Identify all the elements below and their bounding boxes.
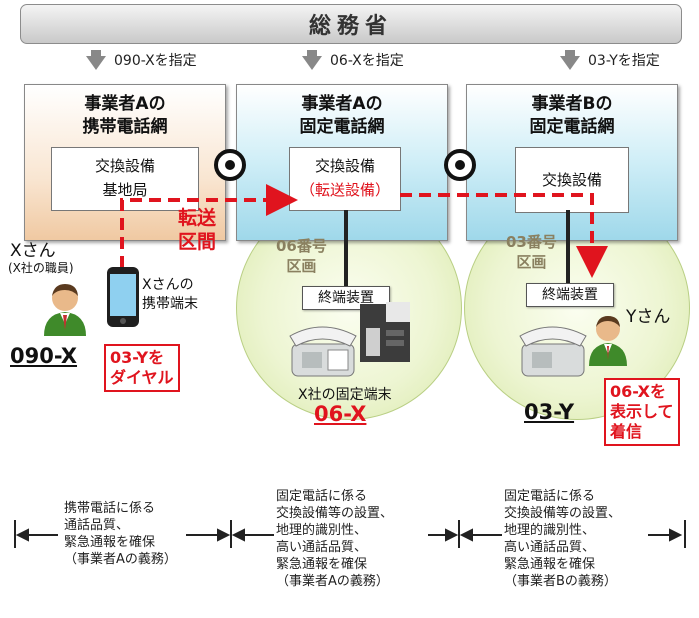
mobile-number: 090-X	[10, 344, 77, 368]
obligation-line: （事業者Bの義務）	[504, 574, 617, 589]
person-y-number: 03-Y	[524, 400, 574, 424]
x-fixed-number-text: 06-X	[314, 402, 367, 426]
person-x-avatar-icon	[44, 284, 86, 336]
terminal-device-label: 終端装置	[318, 290, 374, 306]
assignment-fixed-b: 03-Yを指定	[560, 50, 660, 70]
obligation-mobile: 携帯電話に係る 通話品質、 緊急通報を確保 （事業者Aの義務）	[64, 500, 177, 568]
affiliation-text: (X社の職員)	[8, 261, 74, 275]
obligation-line: 通話品質、	[64, 518, 130, 533]
down-arrow-icon	[86, 50, 106, 70]
section-divider	[230, 520, 232, 548]
fixed-network-b-title: 事業者Bの 固定電話網	[467, 93, 677, 139]
person-y-name: Yさん	[626, 302, 670, 327]
transfer-equipment-label: （転送設備）	[299, 181, 390, 199]
fixed-network-a-title: 事業者Aの 固定電話網	[237, 93, 447, 139]
terminal-device-b: 終端装置	[526, 283, 614, 307]
transfer-section-label: 転送 区間	[178, 206, 216, 254]
person-y-name-text: Yさん	[626, 307, 671, 327]
obligation-line: 携帯電話に係る	[64, 501, 156, 516]
device-label-line: Xさんの	[142, 277, 194, 293]
area-label-line: 06番号	[276, 237, 327, 255]
title-line: 固定電話網	[529, 117, 615, 137]
area-label-line: 区画	[516, 253, 547, 271]
obligation-line: （事業者Aの義務）	[64, 552, 177, 567]
transfer-label-line: 転送	[178, 207, 217, 229]
fixed-network-a: 事業者Aの 固定電話網 交換設備 （転送設備）	[236, 84, 448, 241]
dial-note-box: 03-Yを ダイヤル	[104, 344, 180, 392]
dial-note-line: ダイヤル	[110, 368, 174, 387]
area-label-line: 区画	[286, 257, 317, 275]
fixed-terminal-label-text: X社の固定端末	[298, 387, 392, 403]
person-x-name: Xさん	[10, 236, 56, 261]
obligation-line: 高い通話品質、	[504, 540, 596, 555]
caller-id-note-line: 着信	[610, 422, 643, 441]
person-y-avatar-icon	[589, 316, 627, 366]
base-station-label: 基地局	[102, 181, 148, 199]
caller-id-note-line: 表示して	[610, 402, 674, 421]
obligation-line: 緊急通報を確保	[276, 557, 368, 572]
smartphone-icon	[107, 267, 139, 327]
obligation-span-arrows	[15, 528, 683, 542]
ministry-label: 総務省	[308, 14, 393, 39]
down-arrow-icon	[302, 50, 322, 70]
terminal-device-label: 終端装置	[542, 287, 598, 303]
title-line: 固定電話網	[299, 117, 385, 137]
caller-id-note-line: 06-Xを	[610, 382, 666, 401]
assignment-fixed-b-label: 03-Yを指定	[588, 53, 660, 69]
assignment-mobile: 090-Xを指定	[86, 50, 197, 70]
person-y-number-text: 03-Y	[524, 400, 575, 424]
title-line: 事業者Aの	[84, 94, 166, 114]
obligation-fixed-a: 固定電話に係る 交換設備等の設置、 地理的識別性、 高い通話品質、 緊急通報を確…	[276, 488, 394, 590]
interconnection-point-icon	[444, 149, 476, 181]
x-fixed-terminal-label: X社の固定端末	[298, 384, 392, 404]
x-fixed-number: 06-X	[314, 402, 366, 426]
obligation-line: 緊急通報を確保	[504, 557, 596, 572]
area-label-line: 03番号	[506, 233, 557, 251]
obligation-line: 高い通話品質、	[276, 540, 368, 555]
person-x-name-text: Xさん	[10, 241, 56, 261]
fixed-phone-icon	[519, 326, 587, 377]
obligation-line: 固定電話に係る	[504, 489, 596, 504]
exchange-label: 交換設備	[94, 157, 155, 175]
exchange-label: 交換設備	[314, 157, 375, 175]
fax-machine-icon	[360, 302, 410, 362]
area-03-label: 03番号 区画	[506, 232, 557, 272]
fixed-phone-icon	[289, 326, 357, 377]
fixed-b-exchange-box: 交換設備	[515, 147, 629, 213]
obligation-line: 地理的識別性、	[504, 523, 596, 538]
mobile-network-a-title: 事業者Aの 携帯電話網	[25, 93, 225, 139]
obligation-line: （事業者Aの義務）	[276, 574, 389, 589]
obligation-line: 交換設備等の設置、	[276, 506, 394, 521]
obligation-line: 固定電話に係る	[276, 489, 368, 504]
obligation-line: 交換設備等の設置、	[504, 506, 622, 521]
caller-id-note-box: 06-Xを 表示して 着信	[604, 378, 680, 446]
exchange-label: 交換設備	[541, 171, 602, 189]
device-label-line: 携帯端末	[142, 296, 198, 312]
fixed-a-exchange-box: 交換設備 （転送設備）	[289, 147, 401, 211]
assignment-fixed-a: 06-Xを指定	[302, 50, 404, 70]
obligation-line: 地理的識別性、	[276, 523, 368, 538]
section-divider	[684, 520, 686, 548]
fixed-network-b: 事業者Bの 固定電話網 交換設備	[466, 84, 678, 241]
section-divider	[458, 520, 460, 548]
obligation-line: 緊急通報を確保	[64, 535, 156, 550]
person-x-device-label: Xさんの 携帯端末	[142, 276, 198, 314]
down-arrow-icon	[560, 50, 580, 70]
transfer-label-line: 区間	[178, 231, 217, 253]
title-line: 事業者Aの	[301, 94, 383, 114]
assignment-fixed-a-label: 06-Xを指定	[330, 53, 404, 69]
assignment-mobile-label: 090-Xを指定	[114, 53, 197, 69]
dial-note-line: 03-Yを	[110, 348, 165, 367]
ministry-banner: 総務省	[20, 4, 682, 44]
section-divider	[14, 520, 16, 548]
mobile-number-text: 090-X	[10, 344, 78, 368]
interconnection-point-icon	[214, 149, 246, 181]
title-line: 携帯電話網	[82, 117, 168, 137]
obligation-fixed-b: 固定電話に係る 交換設備等の設置、 地理的識別性、 高い通話品質、 緊急通報を確…	[504, 488, 622, 590]
area-06-label: 06番号 区画	[276, 236, 327, 276]
mobile-exchange-box: 交換設備 基地局	[51, 147, 199, 211]
title-line: 事業者Bの	[531, 94, 613, 114]
person-x-affiliation: (X社の職員)	[8, 259, 74, 276]
